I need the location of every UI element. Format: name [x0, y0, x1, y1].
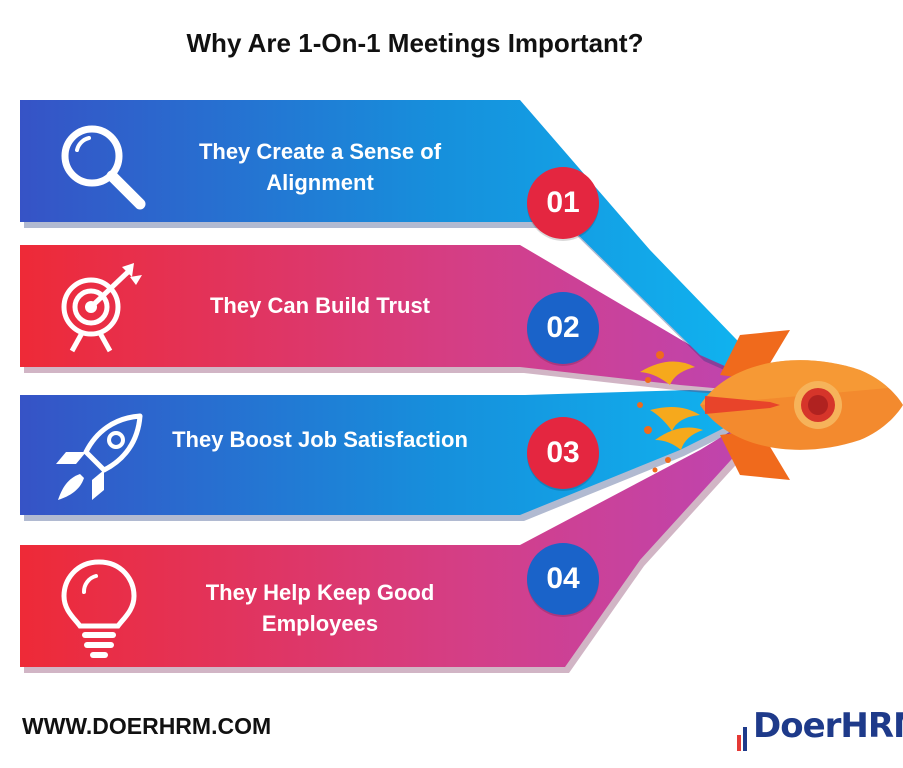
item-4-text: They Help Keep Good Employees — [205, 580, 435, 636]
rocket-icon — [56, 413, 143, 500]
rocket-graphic — [637, 330, 903, 480]
band-3 — [20, 390, 794, 521]
item-2-number-badge: 02 — [527, 292, 599, 364]
band-4 — [20, 395, 794, 673]
doerhrm-logo-text: DoerHRM — [753, 706, 903, 746]
item-2-text: They Can Build Trust — [209, 293, 431, 318]
item-3-text: They Boost Job Satisfaction — [172, 427, 468, 452]
band-2 — [20, 245, 794, 401]
lightbulb-icon — [61, 559, 137, 658]
target-icon — [61, 263, 142, 353]
item-3-number-badge: 03 — [527, 417, 599, 489]
item-1-text: They Create a Sense of Alignment — [198, 139, 442, 195]
item-4-number-badge: 04 — [527, 543, 599, 615]
doerhrm-logo-mark — [737, 727, 747, 751]
magnifier-icon — [61, 125, 146, 210]
website-url: WWW.DOERHRM.COM — [22, 713, 272, 739]
page-title: Why Are 1-On-1 Meetings Important? — [186, 28, 644, 58]
band-1 — [20, 100, 794, 401]
item-1-number-badge: 01 — [527, 167, 599, 239]
